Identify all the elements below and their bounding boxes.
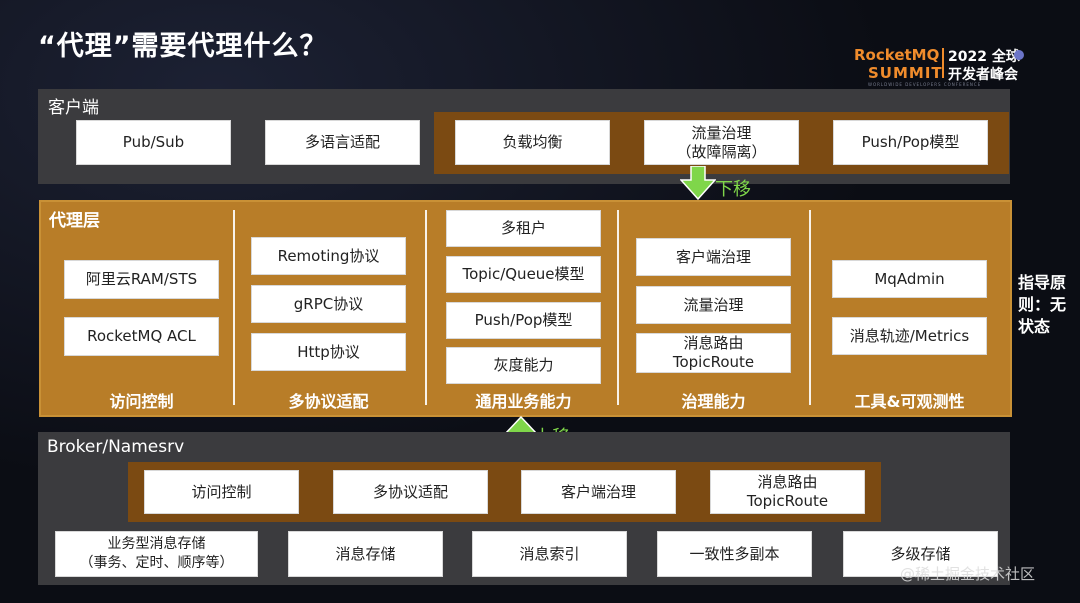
box-label: 多语言适配: [304, 133, 380, 151]
proxy-item-acl: RocketMQ ACL: [64, 317, 219, 356]
box-label: 消息轨迹/Metrics: [849, 326, 970, 345]
client-layer-label: 客户端: [48, 98, 99, 118]
box-label: 消息索引: [519, 544, 580, 563]
box-label: MqAdmin: [874, 269, 945, 288]
logo-brand: RocketMQ: [854, 46, 940, 64]
column-title-observability: 工具&可观测性: [854, 392, 965, 411]
column-title-business: 通用业务能力: [475, 392, 572, 411]
column-title-access-control: 访问控制: [109, 392, 174, 411]
logo-event-line2: 开发者峰会: [948, 67, 1018, 83]
proxy-item-http: Http协议: [251, 333, 406, 371]
box-label: Push/Pop模型: [474, 311, 573, 329]
broker-item-client-governance: 客户端治理: [521, 470, 676, 514]
page-title: “代理”需要代理什么？: [38, 31, 328, 62]
proxy-item-client-governance: 客户端治理: [636, 238, 791, 276]
box-label: 灰度能力: [493, 356, 554, 374]
watermark: @稀土掘金技术社区: [900, 565, 1036, 583]
box-label: 业务型消息存储 （事务、定时、顺序等）: [79, 536, 234, 571]
box-label: 流量治理 （故障隔离）: [676, 123, 767, 161]
box-label: 消息存储: [335, 544, 396, 563]
broker-item-protocols: 多协议适配: [333, 470, 488, 514]
box-label: 消息路由 TopicRoute: [746, 473, 829, 510]
event-logo: RocketMQ 2022 全球 SUMMIT 开发者峰会 WORLDWIDE …: [854, 46, 1044, 90]
client-item-pubsub: Pub/Sub: [76, 120, 231, 165]
box-label: RocketMQ ACL: [87, 327, 196, 345]
box-label: Pub/Sub: [122, 133, 185, 151]
box-label: Topic/Queue模型: [462, 265, 585, 283]
broker-item-access-control: 访问控制: [144, 470, 299, 514]
logo-summit: SUMMIT: [868, 64, 943, 82]
column-divider: [233, 210, 235, 405]
proxy-item-remoting: Remoting协议: [251, 237, 406, 275]
column-title-protocols: 多协议适配: [288, 392, 369, 411]
arrow-down-icon: [680, 166, 716, 200]
client-item-multilang: 多语言适配: [265, 120, 420, 165]
logo-event-line1: 2022 全球: [948, 49, 1020, 65]
arrow-down-label: 下移: [715, 179, 751, 200]
box-label: 消息路由 TopicRoute: [672, 334, 755, 371]
box-label: 多租户: [500, 219, 546, 237]
box-label: 多协议适配: [372, 482, 448, 501]
box-label: Push/Pop模型: [861, 133, 960, 151]
proxy-item-grpc: gRPC协议: [251, 285, 406, 323]
column-title-governance: 治理能力: [681, 392, 746, 411]
proxy-layer-label: 代理层: [49, 211, 100, 231]
column-divider: [425, 210, 427, 405]
client-item-pushpop: Push/Pop模型: [833, 120, 988, 165]
box-label: 流量治理: [683, 295, 744, 314]
proxy-item-multi-tenant: 多租户: [446, 210, 601, 247]
broker-item-topic-route: 消息路由 TopicRoute: [710, 470, 865, 514]
guiding-principle-note: 指导原则：无状态: [1018, 273, 1067, 336]
logo-tagline: WORLDWIDE DEVELOPERS CONFERENCE: [868, 82, 982, 87]
box-label: 一致性多副本: [689, 544, 780, 563]
proxy-item-trace-metrics: 消息轨迹/Metrics: [832, 317, 987, 355]
box-label: 多级存储: [890, 544, 951, 563]
box-label: 客户端治理: [675, 247, 751, 266]
client-item-traffic: 流量治理 （故障隔离）: [644, 120, 799, 165]
proxy-item-mqadmin: MqAdmin: [832, 260, 987, 298]
box-label: Http协议: [297, 342, 360, 361]
box-label: 阿里云RAM/STS: [85, 270, 198, 288]
box-label: 负载均衡: [502, 133, 563, 151]
box-label: 客户端治理: [560, 482, 636, 501]
proxy-item-ram-sts: 阿里云RAM/STS: [64, 260, 219, 299]
box-label: Remoting协议: [277, 246, 380, 265]
broker-item-message-storage: 消息存储: [288, 531, 443, 577]
proxy-item-gray-release: 灰度能力: [446, 347, 601, 384]
broker-layer-label: Broker/Namesrv: [47, 437, 185, 457]
broker-item-business-storage: 业务型消息存储 （事务、定时、顺序等）: [55, 531, 258, 577]
column-divider: [617, 210, 619, 405]
column-divider: [809, 210, 811, 405]
broker-item-replication: 一致性多副本: [657, 531, 812, 577]
proxy-item-pushpop: Push/Pop模型: [446, 302, 601, 339]
box-label: 访问控制: [191, 482, 252, 501]
broker-item-tiered-storage: 多级存储: [843, 531, 998, 577]
box-label: gRPC协议: [293, 294, 364, 313]
proxy-item-topic-route: 消息路由 TopicRoute: [636, 333, 791, 373]
logo-planet-icon: [1014, 50, 1024, 60]
logo-separator: [942, 48, 944, 78]
proxy-item-topic-queue: Topic/Queue模型: [446, 256, 601, 293]
client-item-load-balance: 负载均衡: [455, 120, 610, 165]
broker-item-message-index: 消息索引: [472, 531, 627, 577]
proxy-item-traffic-governance: 流量治理: [636, 286, 791, 324]
